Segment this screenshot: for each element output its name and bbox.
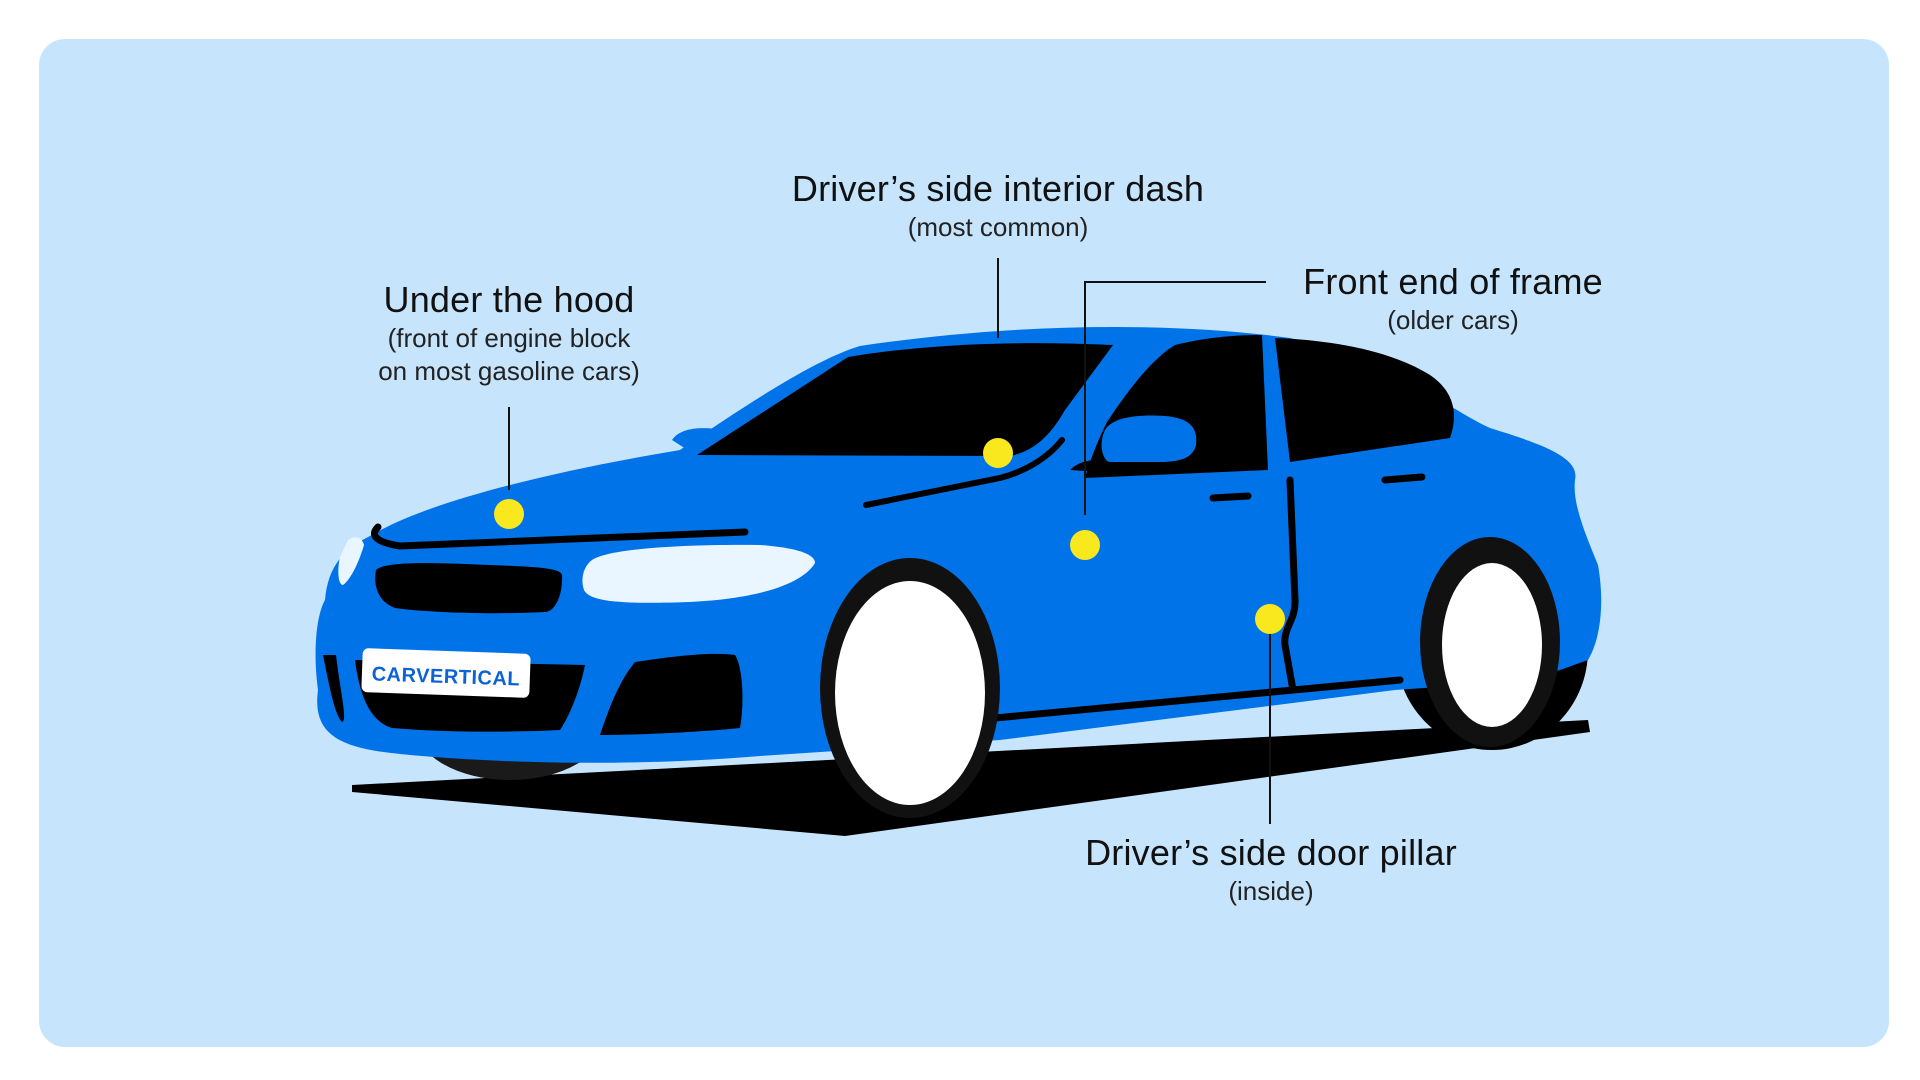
- windshield: [697, 343, 1113, 456]
- label-front-frame-sub: (older cars): [1387, 305, 1519, 335]
- marker-dash: [983, 438, 1013, 468]
- label-front-frame-title: Front end of frame: [1303, 261, 1603, 302]
- label-interior-dash-title: Driver’s side interior dash: [791, 168, 1205, 209]
- hood-crease: [371, 523, 749, 550]
- brand-logo: CARVERTICAL: [371, 663, 520, 690]
- car-body: [315, 326, 1602, 763]
- label-under-hood-sub-1: (front of engine block: [387, 323, 631, 353]
- callout-line-frame: [1084, 281, 1266, 515]
- headlight-right: [582, 544, 815, 603]
- label-door-pillar-sub: (inside): [1228, 876, 1314, 906]
- label-under-hood: Under the hood (front of engine block on…: [378, 278, 640, 388]
- label-interior-dash: Driver’s side interior dash (most common…: [792, 167, 1204, 244]
- bumper-intake-left: [323, 655, 345, 722]
- headlight-left: [338, 537, 364, 585]
- front-grille: [375, 563, 563, 614]
- license-plate: [361, 648, 531, 698]
- rear-near-rim: [1442, 563, 1542, 727]
- label-front-frame: Front end of frame (older cars): [1303, 260, 1603, 337]
- sill-line: [991, 676, 1404, 722]
- side-mirror: [1101, 415, 1197, 462]
- front-door-handle: [1209, 492, 1252, 502]
- label-door-pillar-title: Driver’s side door pillar: [1085, 832, 1457, 873]
- rear-door-handle: [1381, 473, 1426, 484]
- front-near-rim: [835, 581, 985, 805]
- door-seam: [1281, 476, 1299, 694]
- fender-line: [863, 437, 1065, 508]
- marker-pillar: [1255, 604, 1285, 634]
- label-under-hood-sub-2: on most gasoline cars): [378, 356, 640, 386]
- label-under-hood-title: Under the hood: [383, 279, 635, 320]
- marker-hood: [494, 499, 524, 529]
- rear-side-window: [1275, 338, 1454, 462]
- marker-frame: [1070, 530, 1100, 560]
- mirror-stalk: [1070, 460, 1110, 472]
- bumper-intake-right: [600, 653, 743, 735]
- label-door-pillar: Driver’s side door pillar (inside): [1085, 831, 1457, 908]
- label-interior-dash-sub: (most common): [907, 212, 1089, 242]
